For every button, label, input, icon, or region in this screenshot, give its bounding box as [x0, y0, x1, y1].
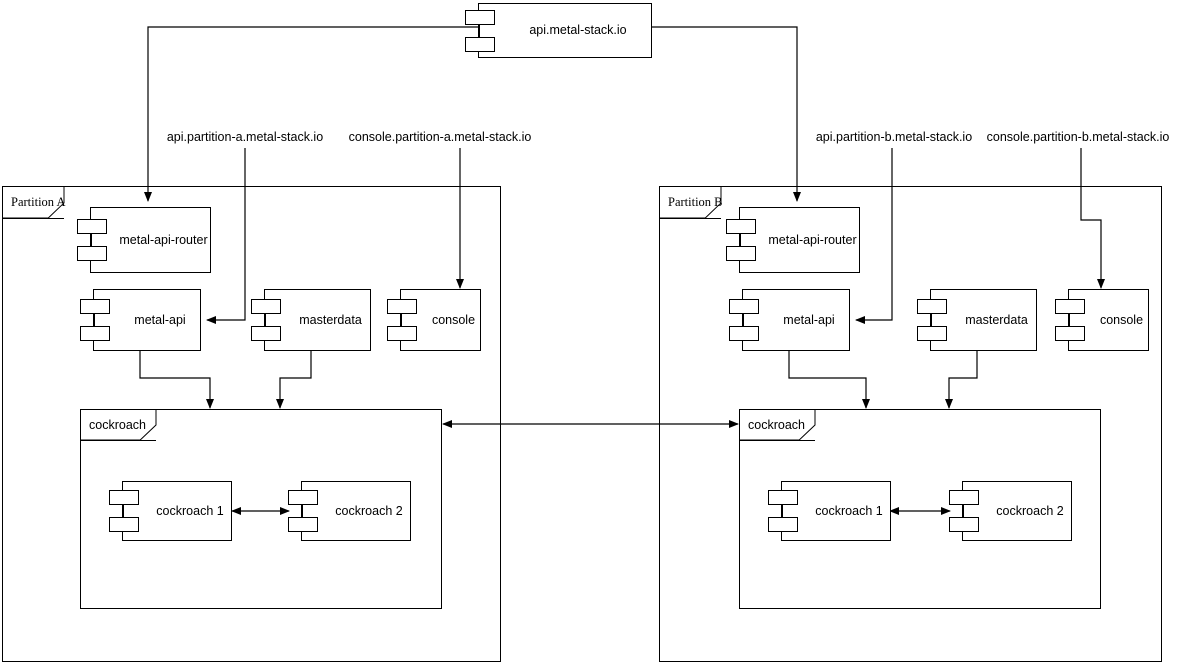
partition-b-tab: Partition B [659, 186, 723, 219]
component-masterdata-b[interactable]: masterdata [917, 289, 1037, 351]
component-icon [77, 218, 107, 262]
component-console-a[interactable]: console [387, 289, 481, 351]
component-icon [726, 218, 756, 262]
component-api-gateway[interactable]: api.metal-stack.io [465, 3, 652, 58]
cockroach-cluster-a-name: cockroach [89, 417, 146, 432]
component-masterdata-a[interactable]: masterdata [251, 289, 371, 351]
component-cockroach-2-a[interactable]: cockroach 2 [288, 481, 411, 541]
component-icon [949, 489, 979, 533]
component-metal-api-a[interactable]: metal-api [80, 289, 201, 351]
partition-b-name: Partition B [668, 195, 723, 210]
cockroach-cluster-b-frame [739, 409, 1101, 609]
component-label: cockroach 1 [156, 503, 224, 518]
wire-gateway-to-router-a [144, 26, 478, 202]
edge-label-api-partition-a: api.partition-a.metal-stack.io [166, 130, 324, 144]
edge-label-console-partition-a: console.partition-a.metal-stack.io [348, 130, 532, 144]
component-icon [80, 298, 110, 342]
component-label: masterdata [299, 312, 362, 327]
component-label: metal-api [783, 312, 835, 327]
component-label: console [431, 312, 476, 327]
component-metal-api-b[interactable]: metal-api [729, 289, 850, 351]
cockroach-cluster-a-tab: cockroach [80, 409, 157, 441]
edge-label-console-partition-b: console.partition-b.metal-stack.io [986, 130, 1170, 144]
cockroach-cluster-a-frame [80, 409, 442, 609]
component-label: metal-api [134, 312, 186, 327]
component-metal-api-router-b[interactable]: metal-api-router [726, 207, 860, 273]
component-metal-api-router-a[interactable]: metal-api-router [77, 207, 211, 273]
partition-a-name: Partition A [11, 195, 66, 210]
component-label: cockroach 2 [996, 503, 1064, 518]
cockroach-cluster-b-name: cockroach [748, 417, 805, 432]
component-label: console [1099, 312, 1144, 327]
wire-gateway-to-router-b [652, 26, 801, 202]
component-icon [1055, 298, 1085, 342]
component-icon [109, 489, 139, 533]
component-cockroach-2-b[interactable]: cockroach 2 [949, 481, 1072, 541]
tab-corner-icon [660, 187, 722, 219]
component-label: metal-api-router [768, 232, 857, 247]
component-icon [729, 298, 759, 342]
component-icon [917, 298, 947, 342]
component-icon [251, 298, 281, 342]
edge-label-api-partition-b: api.partition-b.metal-stack.io [815, 130, 973, 144]
component-icon [465, 9, 495, 53]
component-label: cockroach 2 [335, 503, 403, 518]
component-icon [387, 298, 417, 342]
partition-a-tab: Partition A [2, 186, 66, 219]
tab-corner-icon [740, 410, 816, 441]
cockroach-cluster-b-tab: cockroach [739, 409, 816, 441]
component-icon [768, 489, 798, 533]
component-label: masterdata [965, 312, 1028, 327]
component-label: metal-api-router [119, 232, 208, 247]
component-cockroach-1-a[interactable]: cockroach 1 [109, 481, 232, 541]
component-console-b[interactable]: console [1055, 289, 1149, 351]
tab-corner-icon [81, 410, 157, 441]
component-label: api.metal-stack.io [529, 23, 627, 38]
component-icon [288, 489, 318, 533]
component-cockroach-1-b[interactable]: cockroach 1 [768, 481, 891, 541]
tab-corner-icon [3, 187, 65, 219]
component-label: cockroach 1 [815, 503, 883, 518]
